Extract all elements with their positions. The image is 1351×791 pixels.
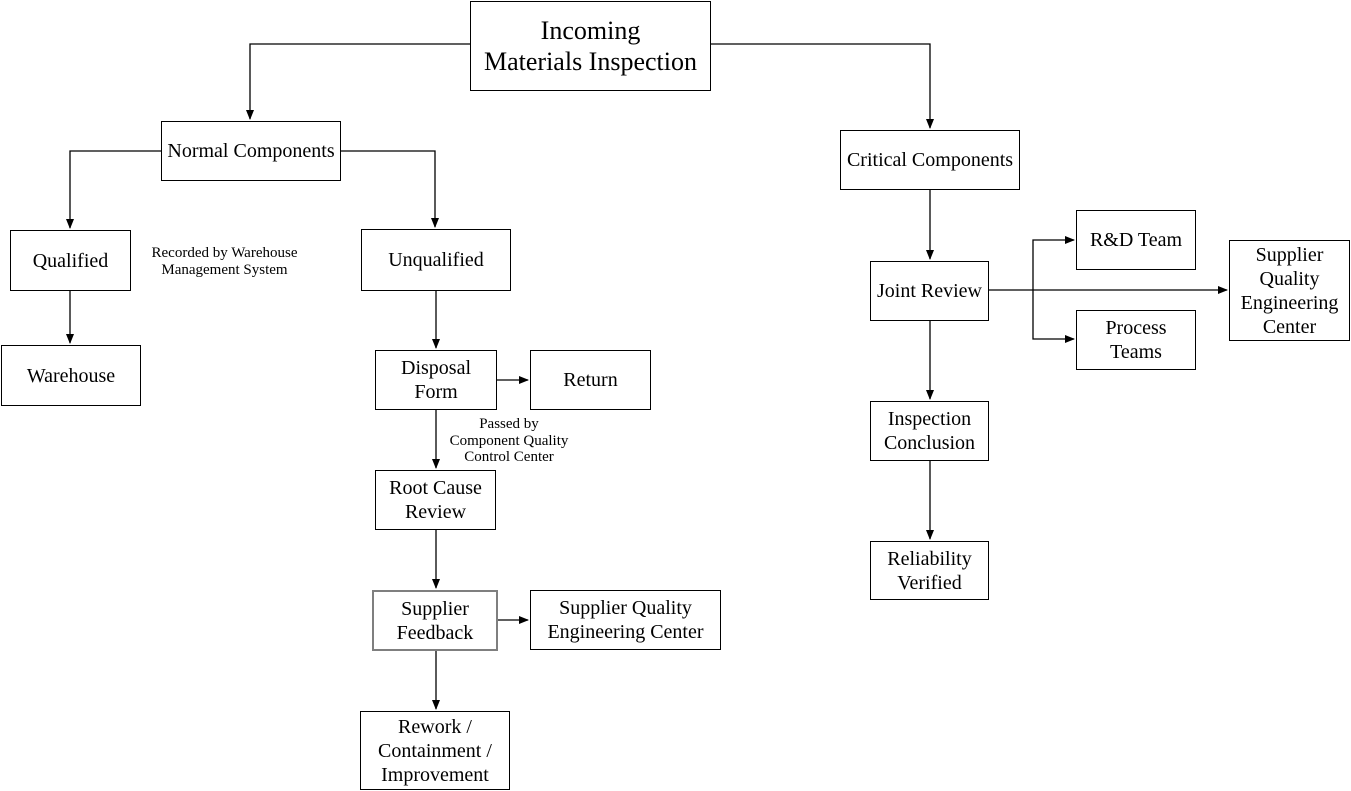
node-joint-review: Joint Review (870, 261, 989, 321)
node-rnd-team: R&D Team (1076, 210, 1196, 270)
node-root-cause-review: Root Cause Review (375, 470, 496, 530)
node-incoming-materials-inspection: Incoming Materials Inspection (470, 1, 711, 91)
edge-incoming-to-normal (246, 43, 470, 120)
node-return: Return (530, 350, 651, 410)
node-critical-components: Critical Components (840, 130, 1020, 190)
annotation-recorded-by-warehouse-management-system: Recorded by Warehouse Management System (151, 245, 298, 278)
node-supplier-feedback: Supplier Feedback (372, 590, 498, 651)
edge-incoming-to-critical (711, 43, 934, 129)
node-normal-components: Normal Components (161, 121, 341, 181)
node-unqualified: Unqualified (361, 229, 511, 291)
node-rework-containment-improvement: Rework / Containment / Improvement (360, 711, 510, 790)
node-reliability-verified: Reliability Verified (870, 541, 989, 600)
edge-normal-to-unqualified (341, 150, 439, 228)
edge-joint-review-to-rnd-team (1032, 236, 1075, 290)
node-inspection-conclusion: Inspection Conclusion (870, 401, 989, 461)
edge-joint-review-to-process-teams (1032, 290, 1075, 343)
node-supplier-quality-engineering-center-mid: Supplier Quality Engineering Center (530, 590, 721, 650)
node-warehouse: Warehouse (1, 345, 141, 406)
node-supplier-quality-engineering-center-right: Supplier Quality Engineering Center (1229, 240, 1350, 341)
node-process-teams: Process Teams (1076, 310, 1196, 370)
annotation-passed-by-component-quality-control-center: Passed by Component Quality Control Cent… (449, 416, 569, 465)
node-qualified: Qualified (10, 230, 131, 291)
node-disposal-form: Disposal Form (375, 350, 497, 410)
edge-normal-to-qualified (66, 150, 161, 229)
